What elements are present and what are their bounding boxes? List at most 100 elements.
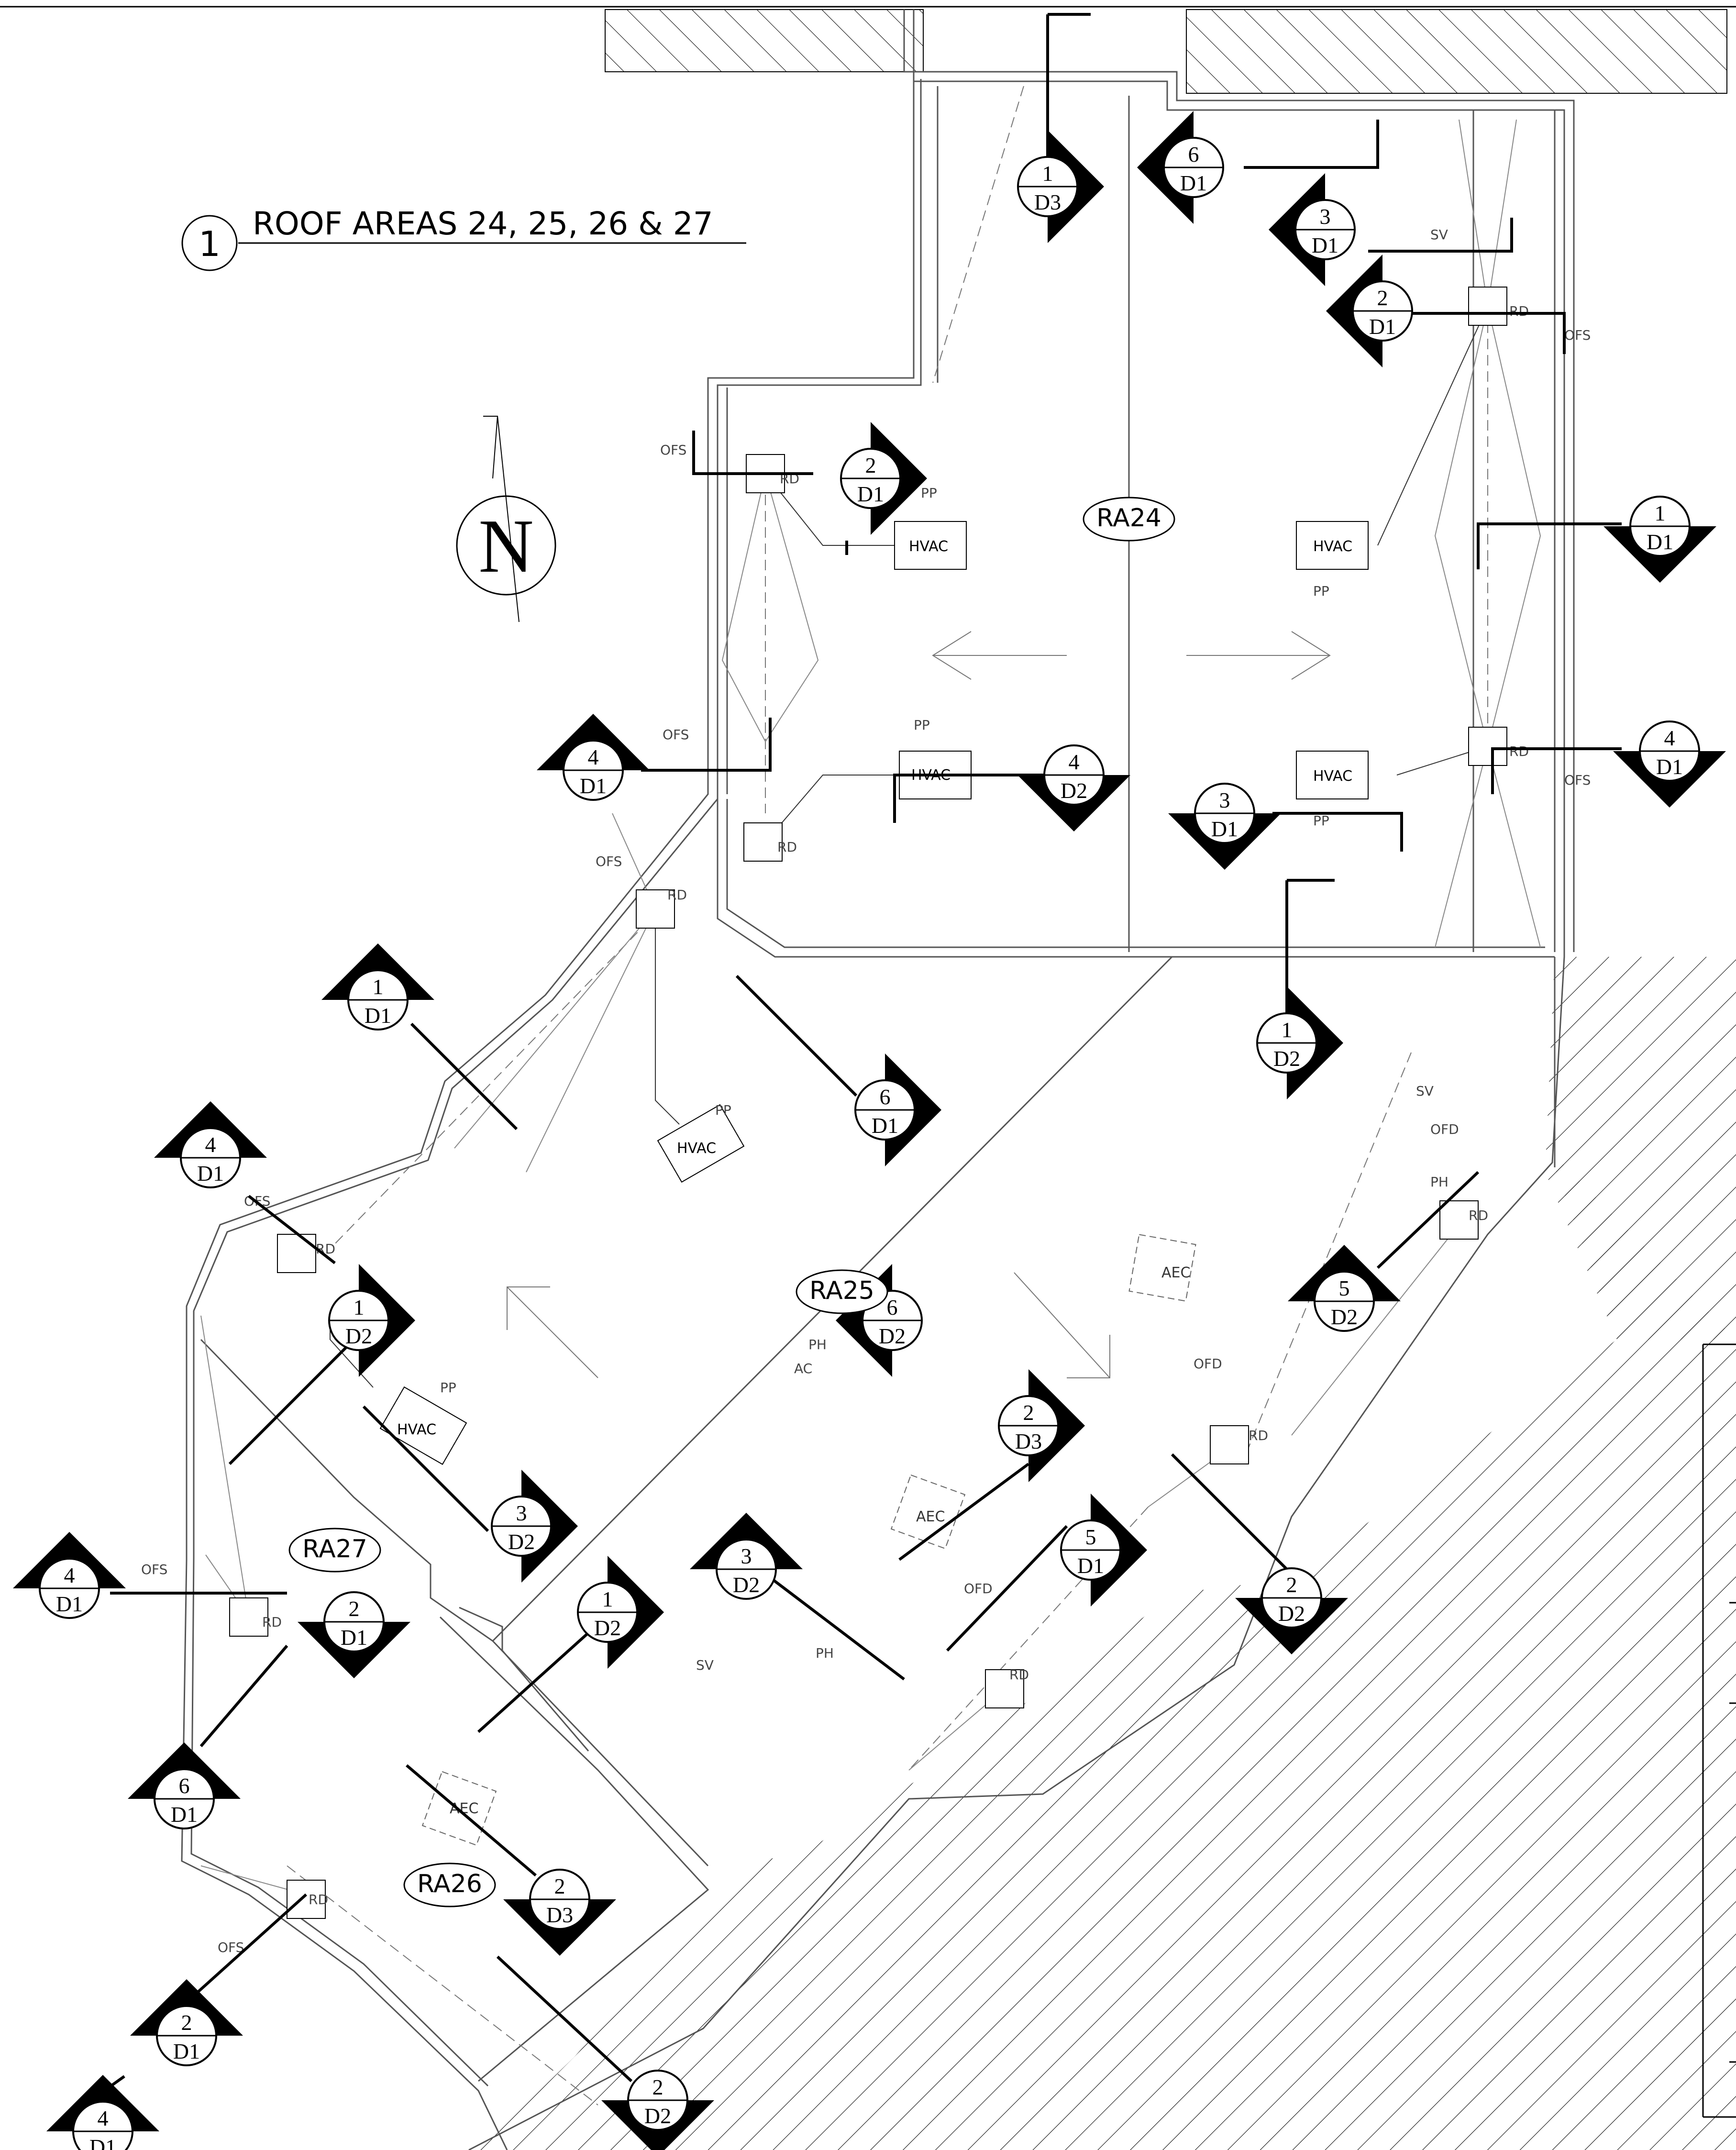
ofd-tag: OFD	[964, 1581, 993, 1596]
roof-drain-5	[636, 889, 675, 929]
hvac-unit-5	[657, 1104, 745, 1183]
ph-tag: PH	[1430, 1174, 1449, 1190]
detail-callout: 2D2	[601, 2070, 714, 2150]
roof-drains	[229, 287, 1507, 1919]
roof-area-tags: RA24 RA25 RA26 RA27	[288, 497, 1175, 1907]
north-arrow: N	[456, 416, 556, 622]
callout-sheet-number: D1	[1180, 171, 1207, 195]
roof-area-label: RA25	[809, 1276, 874, 1305]
callout-detail-number: 1	[1282, 1018, 1293, 1042]
detail-callout: 2D1	[130, 1979, 243, 2066]
hvac-units	[379, 521, 1369, 1465]
drawing-title-text: ROOF AREAS 24, 25, 26 & 27	[253, 205, 713, 242]
aec-unit-3	[421, 1771, 497, 1846]
hvac-label: HVAC	[677, 1140, 716, 1157]
pp-tag: PP	[1313, 583, 1329, 599]
drawing-number: 1	[199, 224, 221, 264]
detail-callout: 5D2	[1288, 1245, 1401, 1332]
aec-unit-1	[1128, 1234, 1196, 1302]
callout-detail-number: 5	[1085, 1525, 1096, 1549]
callout-sheet-number: D2	[1331, 1305, 1358, 1329]
rd-tag: RD	[1249, 1428, 1268, 1443]
callout-detail-number: 2	[1023, 1400, 1034, 1425]
callout-sheet-number: D2	[1061, 778, 1087, 803]
sv-tag: SV	[1416, 1083, 1434, 1099]
roof-drain-9	[985, 1669, 1024, 1708]
detail-callout: 2D2	[1235, 1567, 1348, 1654]
roof-drain-3	[743, 822, 783, 862]
callout-sheet-number: D2	[733, 1573, 760, 1597]
detail-callout: 6D1	[854, 1053, 941, 1166]
slope-lines	[200, 119, 1541, 1895]
ac-tag: AC	[794, 1361, 812, 1376]
roof-drain-2	[1468, 287, 1507, 326]
hvac-unit-1	[894, 521, 967, 570]
callout-detail-number: 1	[602, 1587, 613, 1611]
detail-callout: 4D1	[1613, 720, 1726, 808]
callout-sheet-number: D1	[341, 1625, 367, 1650]
callout-detail-number: 4	[1664, 726, 1675, 750]
roof-drain-7	[1439, 1200, 1479, 1240]
callout-sheet-number: D1	[1211, 817, 1238, 841]
drain-piping	[330, 306, 1488, 1388]
detail-callout: 2D1	[298, 1591, 410, 1678]
ofs-tag: OFS	[1564, 327, 1591, 343]
callout-detail-number: 2	[554, 1874, 565, 1898]
rd-tag: RD	[262, 1614, 282, 1630]
hvac-label: HVAC	[1313, 768, 1352, 785]
detail-callouts: 1D36D13D12D12D11D14D14D24D13D11D16D11D24…	[13, 111, 1726, 2150]
callout-detail-number: 2	[865, 453, 876, 477]
drawing-title: 1 ROOF AREAS 24, 25, 26 & 27	[181, 205, 746, 271]
pp-tag: PP	[715, 1102, 731, 1118]
aec-units	[421, 1234, 1196, 1846]
callout-detail-number: 1	[373, 975, 384, 999]
detail-callout: 1D3	[1017, 130, 1104, 243]
roof-drain-10	[229, 1597, 268, 1637]
callout-sheet-number: D3	[1015, 1429, 1042, 1453]
pp-tag: PP	[440, 1380, 456, 1396]
detail-callout: 1D1	[1603, 496, 1716, 583]
callout-sheet-number: D1	[56, 1592, 83, 1616]
callout-detail-number: 2	[349, 1596, 360, 1621]
callout-sheet-number: D1	[171, 1802, 198, 1827]
callout-detail-number: 1	[1042, 161, 1053, 186]
callout-detail-number: 3	[1320, 204, 1331, 229]
callout-detail-number: 4	[205, 1132, 216, 1157]
hvac-label: HVAC	[1313, 538, 1352, 555]
ofs-tag: OFS	[660, 442, 686, 458]
hvac-label: HVAC	[397, 1421, 436, 1438]
aec-label: AEC	[1161, 1264, 1190, 1281]
existing-building-hatch	[478, 9, 1736, 2150]
equipment-tags: RD RD RD RD RD RD RD RD RD RD RD OFS OFS…	[141, 227, 1591, 1955]
ofd-tag: OFD	[1430, 1121, 1459, 1137]
roof-drain-4	[1468, 727, 1507, 766]
detail-callout: 2D3	[503, 1869, 616, 1956]
detail-callout: 6D1	[128, 1742, 241, 1829]
callout-detail-number: 4	[64, 1563, 75, 1587]
callout-sheet-number: D3	[1034, 190, 1061, 214]
roof-area-label: RA26	[417, 1870, 482, 1898]
pp-tag: PP	[1313, 813, 1329, 829]
callout-detail-number: 6	[179, 1773, 190, 1798]
callout-sheet-number: D2	[1273, 1046, 1300, 1071]
rd-tag: RD	[1469, 1208, 1488, 1223]
callout-sheet-number: D1	[872, 1113, 898, 1138]
hvac-unit-2	[1296, 521, 1369, 570]
rd-tag: RD	[1509, 743, 1529, 759]
aec-labels: AEC AEC AEC	[450, 1264, 1190, 1817]
callout-detail-number: 2	[1377, 286, 1388, 310]
ofs-tag: OFS	[1564, 772, 1591, 788]
callout-detail-number: 6	[1188, 142, 1199, 166]
rd-tag: RD	[309, 1892, 328, 1907]
rd-tag: RD	[1009, 1667, 1029, 1683]
sv-tag: SV	[696, 1657, 714, 1673]
callout-detail-number: 3	[741, 1544, 752, 1568]
ofd-tag: OFD	[1194, 1356, 1222, 1372]
callout-detail-number: 1	[1655, 501, 1666, 525]
detail-callout: 3D1	[1269, 173, 1356, 286]
detail-callout: 1D2	[328, 1264, 415, 1377]
callout-sheet-number: D2	[879, 1324, 906, 1348]
callout-detail-number: 2	[181, 2010, 192, 2035]
